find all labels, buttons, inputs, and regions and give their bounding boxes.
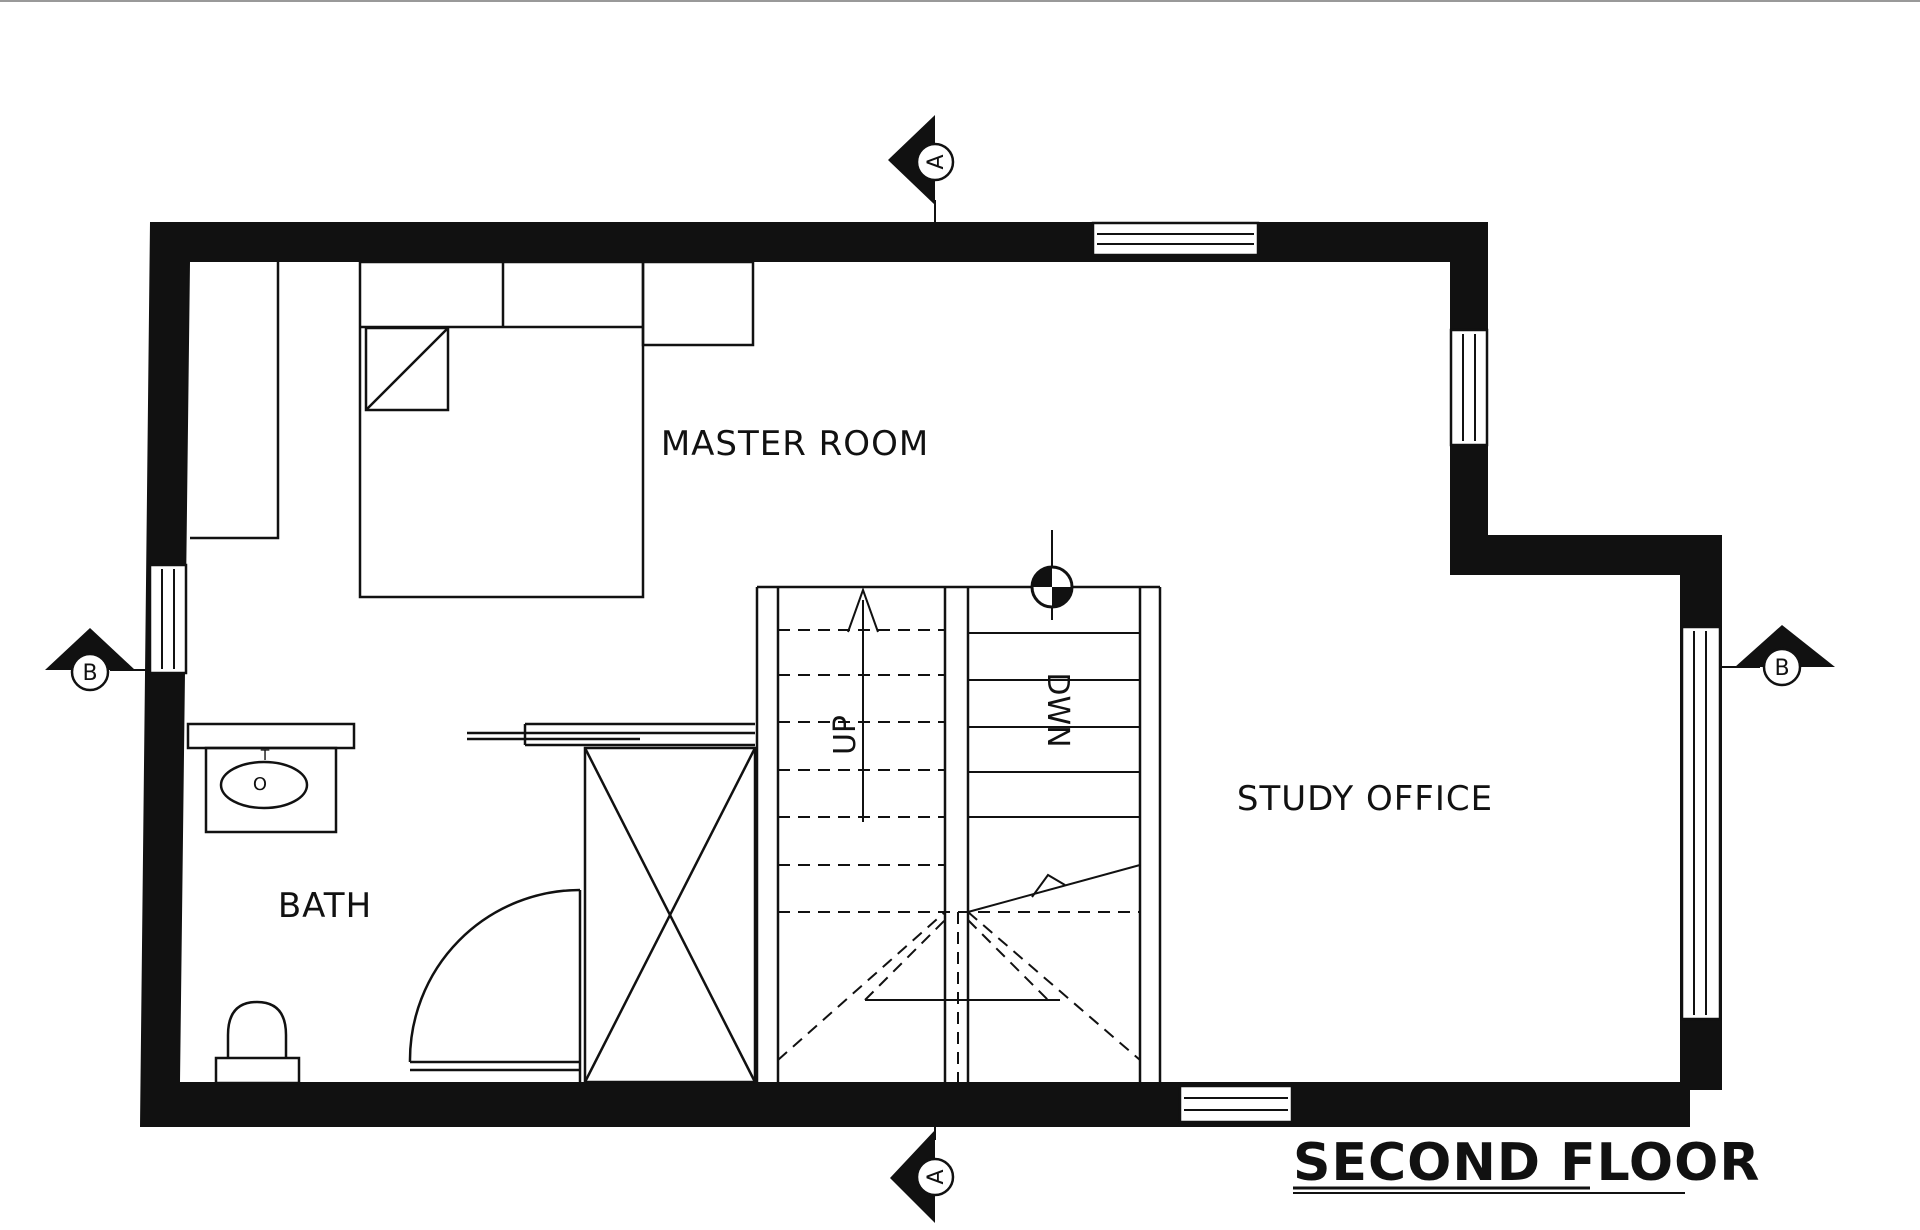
bath-door <box>408 888 582 1082</box>
window-right-lower <box>1680 625 1722 1021</box>
bed <box>358 260 645 599</box>
room-label-master: MASTER ROOM <box>661 424 929 464</box>
room-label-study: STUDY OFFICE <box>1237 779 1493 819</box>
vanity-counter <box>186 722 356 834</box>
stair-up-label: UP <box>828 715 863 755</box>
staircase: UP DWN <box>755 585 1162 1082</box>
room-label-bath: BATH <box>278 886 372 926</box>
section-label-right: B <box>1774 656 1789 681</box>
drawing-title: SECOND FLOOR <box>1293 1133 1760 1193</box>
sink-mark: O <box>253 774 267 795</box>
level-datum-marker <box>1030 530 1074 620</box>
section-marker-bottom: A <box>890 1127 955 1223</box>
section-marker-left: B <box>45 628 150 692</box>
section-label-bottom: A <box>924 1169 949 1184</box>
window-top <box>1091 221 1260 257</box>
wardrobe <box>190 262 280 540</box>
faucet-mark: T <box>260 748 270 764</box>
section-marker-right: B <box>1722 625 1835 687</box>
section-marker-top: A <box>888 115 955 222</box>
window-left <box>148 563 188 675</box>
toilet <box>214 1000 301 1085</box>
closet <box>583 746 757 1084</box>
window-bottom <box>1178 1084 1294 1124</box>
closet-sliding-door <box>467 722 755 747</box>
section-label-left: B <box>82 661 97 686</box>
section-label-top: A <box>924 154 949 169</box>
nightstand <box>641 260 755 347</box>
stair-down-label: DWN <box>1040 672 1075 747</box>
sink: O T <box>219 748 309 810</box>
window-right-upper <box>1449 328 1489 447</box>
